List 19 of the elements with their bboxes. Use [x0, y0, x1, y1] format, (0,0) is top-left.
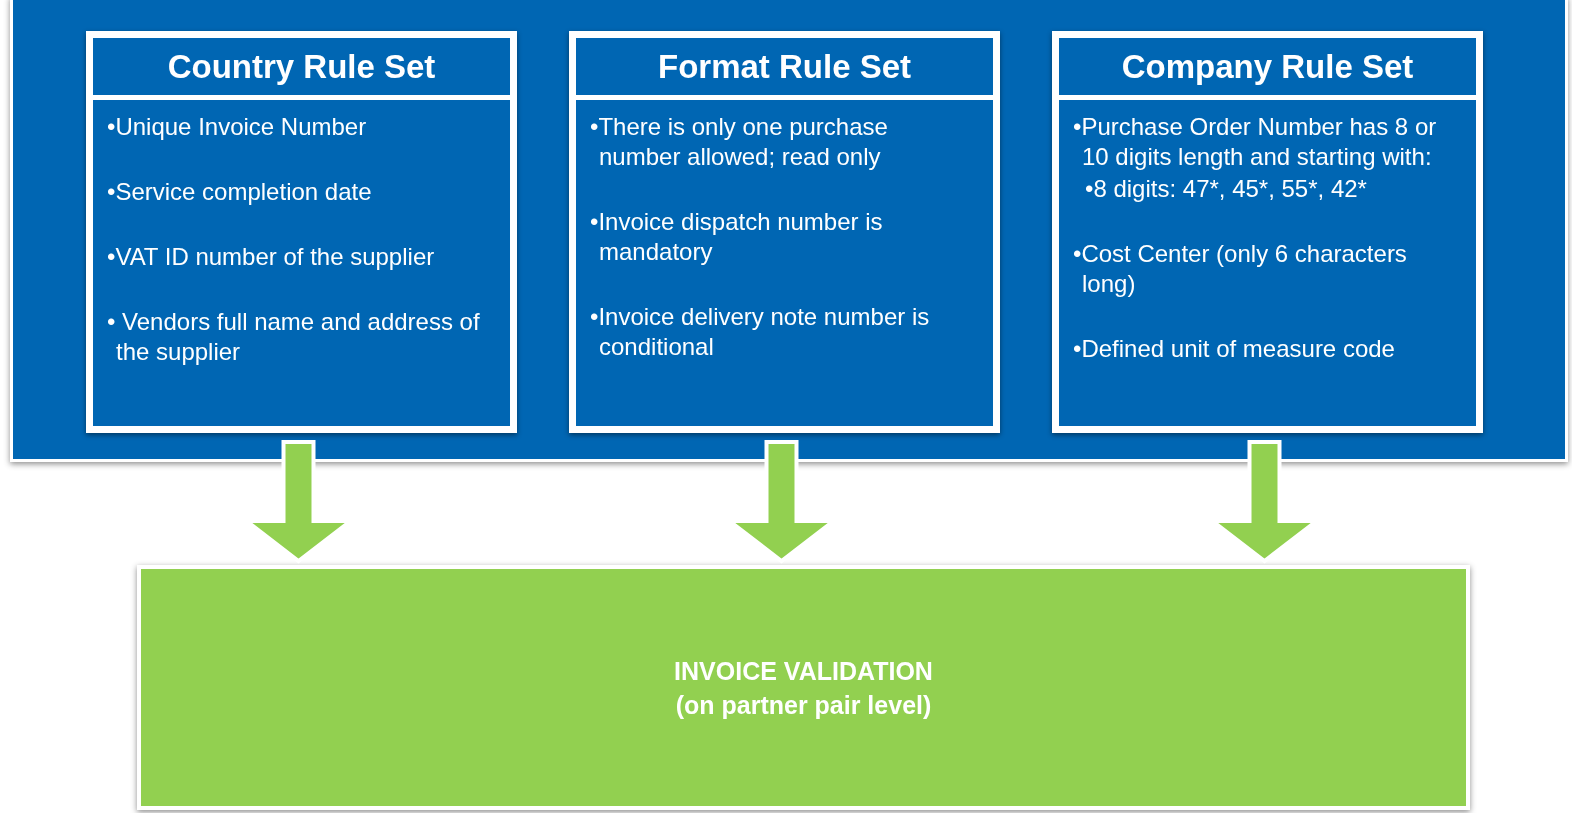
bullet-item: •Purchase Order Number has 8 or 10 digits length and starting with: — [1073, 112, 1438, 172]
card-heading: Company Rule Set — [1059, 38, 1476, 95]
rule-set-card — [86, 31, 517, 433]
rule-set-card — [569, 31, 1000, 433]
bullet-item: •Unique Invoice Number — [107, 112, 368, 142]
bullet-item: •VAT ID number of the supplier — [107, 242, 436, 272]
result-label: INVOICE VALIDATION (on partner pair level) — [673, 655, 934, 721]
card-heading: Format Rule Set — [576, 38, 993, 95]
bullet-item: •There is only one purchase number allowed; read only — [590, 112, 889, 172]
bullet-item: •Service completion date — [107, 177, 373, 207]
panel-background — [10, 0, 1568, 462]
bullet-item: •Invoice dispatch number is mandatory — [590, 207, 884, 267]
rule-set-card — [1052, 31, 1483, 433]
bullet-item: •Defined unit of measure code — [1073, 334, 1396, 364]
bullet-item: •8 digits: 47*, 45*, 55*, 42* — [1084, 174, 1368, 204]
card-heading: Country Rule Set — [93, 38, 510, 95]
bullet-item: •Invoice delivery note number is conditional — [590, 302, 931, 362]
bullet-item: •Cost Center (only 6 characters long) — [1073, 239, 1408, 299]
bullet-item: • Vendors full name and address of the supplier — [107, 307, 481, 367]
